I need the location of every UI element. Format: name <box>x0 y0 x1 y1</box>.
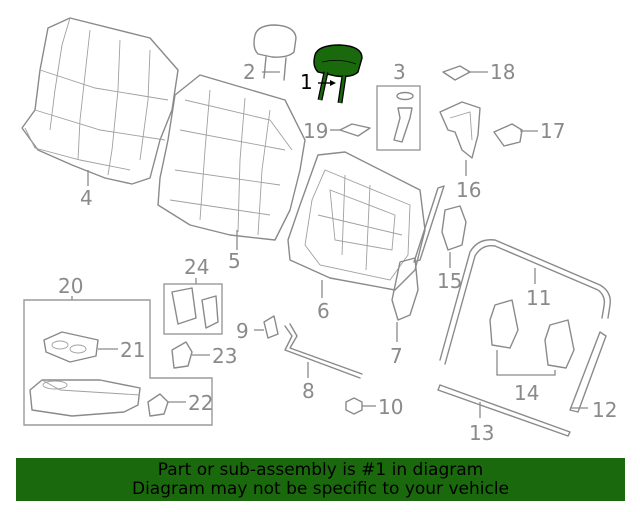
callout-4: 4 <box>80 186 93 210</box>
exploded-parts-diagram: 1 2 3 4 5 6 7 8 9 10 11 12 13 14 15 16 1… <box>21 17 617 445</box>
callout-6: 6 <box>317 299 330 323</box>
part-8-rod[interactable] <box>284 323 363 379</box>
part-3-headrest-guide[interactable] <box>376 85 421 151</box>
part-12-side-trim[interactable] <box>569 331 607 413</box>
callout-19: 19 <box>303 119 328 143</box>
part-6-seatback-panel[interactable] <box>287 151 426 291</box>
part-14-latch-covers[interactable] <box>489 299 575 369</box>
callout-24: 24 <box>184 255 209 279</box>
part-21-cupholder[interactable] <box>43 331 99 363</box>
callout-10: 10 <box>378 395 403 419</box>
callout-1: 1 <box>300 70 313 94</box>
callout-18: 18 <box>490 60 515 84</box>
callout-12: 12 <box>592 398 617 422</box>
callout-14: 14 <box>514 381 539 405</box>
part-11-trim-wire[interactable] <box>439 239 611 365</box>
info-banner: Part or sub-assembly is #1 in diagram Di… <box>16 458 625 501</box>
callout-20: 20 <box>58 274 83 298</box>
part-24-bracket-set[interactable] <box>163 283 223 335</box>
part-23-bracket[interactable] <box>171 341 193 369</box>
callout-21: 21 <box>120 338 145 362</box>
banner-line-2: Diagram may not be specific to your vehi… <box>131 478 509 499</box>
part-17-trim-clip[interactable] <box>493 123 523 147</box>
part-16-bezel[interactable] <box>439 101 481 159</box>
part-9-clip[interactable] <box>263 315 279 339</box>
part-10-nut[interactable] <box>345 397 363 415</box>
part-20-armrest[interactable] <box>29 379 141 417</box>
callout-3: 3 <box>393 60 406 84</box>
callout-8: 8 <box>302 379 315 403</box>
callout-16: 16 <box>456 178 481 202</box>
part-20-armrest-group[interactable] <box>23 299 213 426</box>
callout-17: 17 <box>540 119 565 143</box>
part-15-latch-bracket[interactable] <box>441 205 467 251</box>
callout-15: 15 <box>437 269 462 293</box>
callout-2: 2 <box>243 60 256 84</box>
callout-23: 23 <box>212 344 237 368</box>
part-22-bracket[interactable] <box>147 393 169 417</box>
part-13-lower-trim[interactable] <box>437 384 571 437</box>
callout-11: 11 <box>526 286 551 310</box>
callout-13: 13 <box>469 421 494 445</box>
leader-14 <box>496 350 556 376</box>
part-2-headrest[interactable] <box>253 24 297 81</box>
part-19-pad[interactable] <box>339 123 371 137</box>
banner-line-1: Part or sub-assembly is #1 in diagram <box>157 459 484 480</box>
part-7-latch[interactable] <box>391 185 445 321</box>
part-5-seatback-frame[interactable] <box>157 74 306 241</box>
leader-1-arrow <box>330 80 336 86</box>
callout-9: 9 <box>236 319 249 343</box>
part-4-seatback-cushion[interactable] <box>21 17 179 185</box>
callout-7: 7 <box>390 344 403 368</box>
callout-5: 5 <box>228 249 241 273</box>
part-1-headrest-highlighted[interactable] <box>313 44 363 104</box>
part-18-clip[interactable] <box>442 65 471 81</box>
callout-22: 22 <box>188 391 213 415</box>
